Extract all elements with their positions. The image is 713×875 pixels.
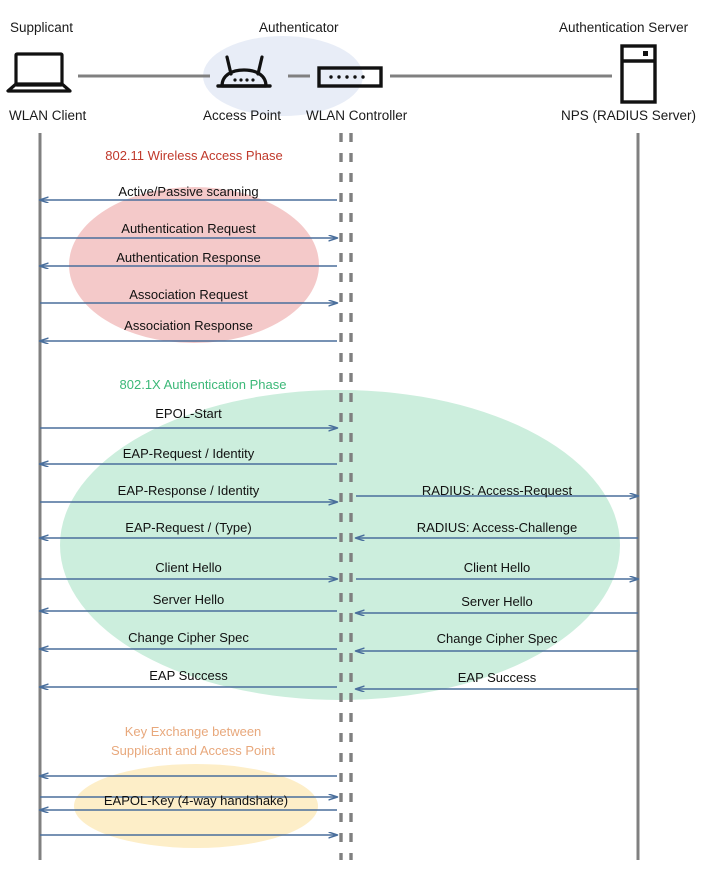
msg-eap-success-left-label: EAP Success — [149, 668, 228, 683]
msg-authentication-request-label: Authentication Request — [121, 221, 256, 236]
authenticator-halo — [203, 36, 363, 116]
msg-eap-response-identity-label: EAP-Response / Identity — [117, 483, 260, 498]
laptop-icon — [6, 52, 72, 93]
msg-active-passive-scanning-label: Active/Passive scanning — [118, 184, 259, 199]
device-nps-radius-server-label: NPS (RADIUS Server) — [561, 108, 697, 123]
msg-server-hello-right-label: Server Hello — [461, 594, 533, 609]
device-access-point-label: Access Point — [203, 108, 282, 123]
msg-eap-request-type-label: EAP-Request / (Type) — [125, 520, 252, 535]
role-supplicant: Supplicant — [10, 20, 74, 35]
role-authentication-server: Authentication Server — [559, 20, 689, 35]
msg-radius-access-challenge-label: RADIUS: Access-Challenge — [416, 520, 578, 535]
msg-client-hello-right-label: Client Hello — [463, 560, 531, 575]
device-wlan-client-label: WLAN Client — [9, 108, 87, 123]
msg-authentication-response-label: Authentication Response — [116, 250, 261, 265]
msg-server-hello-left-label: Server Hello — [152, 592, 225, 607]
phase-802-11-wireless-access-title: 802.11 Wireless Access Phase — [105, 148, 283, 163]
access-point-icon — [216, 55, 272, 88]
device-wlan-controller-label: WLAN Controller — [306, 108, 408, 123]
phase-key-exchange-title-line1: Key Exchange between — [124, 724, 262, 739]
msg-eapol-start-label: EPOL-Start — [155, 406, 222, 421]
server-icon — [620, 44, 657, 104]
phase-key-exchange-ellipse — [74, 764, 318, 848]
msg-change-cipher-spec-left-label: Change Cipher Spec — [128, 630, 249, 645]
msg-eap-success-right-label: EAP Success — [457, 670, 537, 685]
msg-eap-request-identity-label: EAP-Request / Identity — [122, 446, 255, 461]
phase-802-1x-authentication-title: 802.1X Authentication Phase — [119, 377, 287, 392]
msg-association-request-label: Association Request — [129, 287, 248, 302]
phase-802-1x-authentication-ellipse — [60, 390, 620, 700]
msg-change-cipher-spec-right-label: Change Cipher Spec — [436, 631, 558, 646]
msg-radius-access-request-label: RADIUS: Access-Request — [421, 483, 573, 498]
msg-client-hello-left-label: Client Hello — [155, 560, 222, 575]
phase-key-exchange-title-line2: Supplicant and Access Point — [110, 743, 276, 758]
msg-eapol-key-label: EAPOL-Key (4-way handshake) — [103, 793, 289, 808]
phase-802-11-wireless-access-ellipse — [69, 187, 319, 343]
msg-association-response-label: Association Response — [124, 318, 253, 333]
role-authenticator: Authenticator — [259, 20, 339, 35]
wlan-controller-icon — [317, 66, 383, 88]
